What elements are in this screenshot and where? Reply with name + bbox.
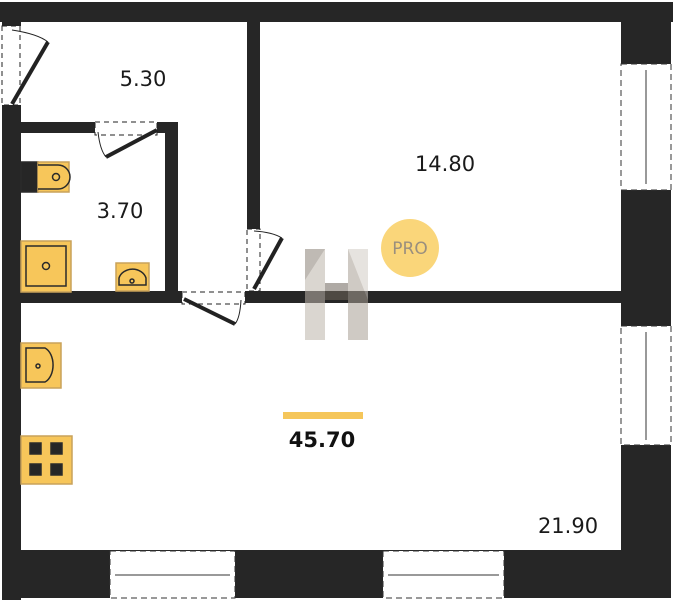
total-area-accent-bar bbox=[283, 412, 363, 419]
bathroom-sink-icon bbox=[115, 262, 150, 292]
room-area-bathroom: 3.70 bbox=[97, 199, 144, 223]
wall-bath-top-left bbox=[21, 122, 95, 133]
door-bathroom bbox=[94, 121, 158, 159]
wall-left-top bbox=[2, 2, 21, 26]
toilet-icon bbox=[20, 161, 71, 193]
wall-bottom bbox=[2, 550, 671, 598]
wall-left bbox=[2, 105, 21, 600]
total-area: 45.70 bbox=[289, 428, 355, 452]
doors bbox=[1, 25, 284, 326]
wall-horizontal-left bbox=[21, 291, 182, 303]
wall-bath-right bbox=[165, 122, 178, 303]
room-area-bedroom: 14.80 bbox=[415, 152, 475, 176]
wall-bedroom-vertical bbox=[247, 22, 260, 229]
shower-icon bbox=[20, 240, 72, 293]
kitchen-sink-icon bbox=[20, 342, 62, 389]
wall-top bbox=[0, 2, 673, 22]
room-area-kitchen-living: 21.90 bbox=[538, 514, 598, 538]
room-area-hallway: 5.30 bbox=[120, 67, 167, 91]
wall-horizontal-right bbox=[245, 291, 621, 303]
door-bedroom bbox=[246, 228, 284, 292]
stove-icon bbox=[20, 435, 73, 485]
door-kitchen bbox=[181, 291, 246, 326]
pro-badge: PRO bbox=[381, 219, 439, 277]
door-entrance bbox=[1, 25, 50, 106]
pro-badge-label: PRO bbox=[392, 239, 427, 259]
windows bbox=[109, 63, 672, 599]
logo-watermark bbox=[305, 249, 368, 340]
fixtures bbox=[20, 161, 150, 485]
